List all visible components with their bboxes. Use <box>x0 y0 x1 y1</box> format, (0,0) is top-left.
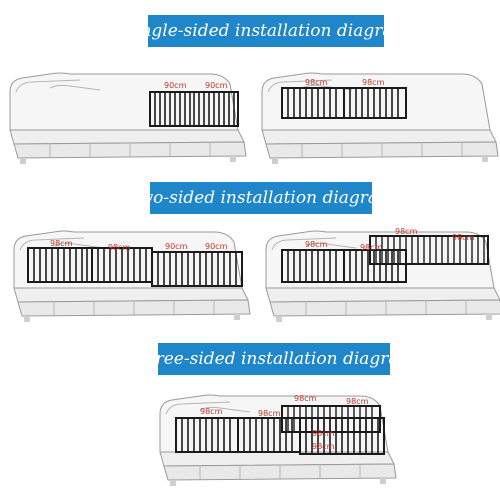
dim-label: 98cm <box>305 78 328 87</box>
scene-three-sided: 98cm 98cm 98cm 98cm 98cm 98cm <box>159 394 397 487</box>
bed-rail-side <box>27 247 153 283</box>
dim-label: 98cm <box>346 397 369 406</box>
dim-label: 98cm <box>108 243 131 252</box>
dim-label: 90cm <box>165 242 188 251</box>
dim-label: 90cm <box>205 242 228 251</box>
dim-label: 98cm <box>294 394 317 403</box>
bed-rail <box>149 91 239 127</box>
dim-label: 98cm <box>362 78 385 87</box>
dim-label: 98cm <box>305 240 328 249</box>
dim-label: 90cm <box>205 81 228 90</box>
banner-single-sided: Single-sided installation diagram <box>123 15 409 47</box>
dim-label: 98cm <box>258 409 281 418</box>
banner-three-text: Three-sided installation diagram <box>133 349 415 369</box>
dim-label: 98cm <box>395 227 418 236</box>
dim-label: 98cm <box>360 243 383 252</box>
dim-label: 98cm <box>312 429 335 438</box>
dim-label: 98cm <box>452 233 475 242</box>
bed-rail-front <box>281 249 407 283</box>
banner-two-text: Two-sided installation diagram <box>127 188 395 208</box>
banner-three-sided: Three-sided installation diagram <box>133 343 415 375</box>
bed-rail-front <box>175 417 301 453</box>
banner-two-sided: Two-sided installation diagram <box>128 182 394 214</box>
scene-two-left: 98cm 98cm 90cm 90cm <box>13 230 251 323</box>
bed-rail-back <box>369 235 489 265</box>
dim-label: 98cm <box>200 407 223 416</box>
scene-single-left: 90cm 90cm <box>9 72 247 165</box>
dim-label: 90cm <box>164 81 187 90</box>
dim-label: 98cm <box>312 442 335 451</box>
scene-single-right: 98cm 98cm <box>261 72 499 165</box>
bed-rail-foot <box>299 417 385 455</box>
scene-two-right: 98cm 98cm 98cm 98cm <box>265 227 500 323</box>
bed-rail-end <box>151 251 243 287</box>
dim-label: 98cm <box>50 239 73 248</box>
bed-rail <box>281 87 407 119</box>
banner-single-text: Single-sided installation diagram <box>123 21 409 41</box>
